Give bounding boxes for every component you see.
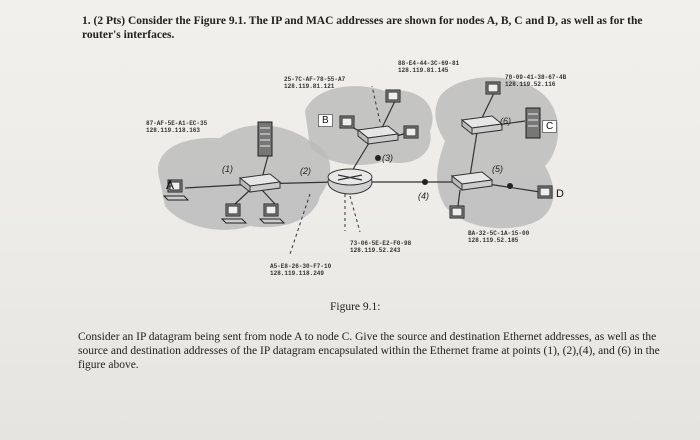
task-text: Consider an IP datagram being sent from … [78,331,660,371]
a-ip: 128.119.118.163 [146,127,201,134]
router-top-ip: 128.119.81.145 [398,67,449,74]
c-mac: 70-09-41-38-67-4B [505,74,567,81]
host-right-top [485,81,501,95]
figure-caption: Figure 9.1: [330,301,381,313]
point-1-label: (1) [222,164,233,174]
node-d-label: D [556,188,564,200]
point-6-label: (6) [500,116,511,126]
host-d [537,185,553,199]
node-a-label: A [166,178,175,192]
switch-right-bottom [450,171,494,192]
point-5-label: (5) [492,164,503,174]
question-text: 1. (2 Pts) Consider the Figure 9.1. The … [82,15,643,41]
node-c-label: C [542,120,558,133]
node-b-label: B [318,114,333,127]
host-left-1 [220,203,248,224]
switch-top [356,125,400,146]
router-left-ip: 128.119.118.249 [270,270,325,277]
host-top-right [403,125,419,139]
host-right-bottom [449,205,465,219]
host-a [162,179,190,201]
d-mac: BA-32-5C-1A-15-00 [468,230,530,237]
b-mac: 25-7C-AF-78-55-A7 [284,76,346,83]
network-figure: 87-AF-5E-A1-EC-35 128.119.118.163 25-7C-… [140,56,580,286]
host-b [339,115,355,129]
router-right-ip: 128.119.52.243 [350,247,401,254]
router-top-mac: 88-E4-44-3C-69-81 [398,60,460,67]
server-right [525,107,541,139]
switch-right-top [460,115,504,136]
point-2-label: (2) [300,166,311,176]
d-ip: 128.119.52.185 [468,237,519,244]
switch-left [238,173,282,194]
point-4-label: (4) [418,191,429,201]
point-3-label: (3) [382,153,393,163]
network-diagram [158,77,559,255]
server-left [257,121,273,157]
top-subnet-cloud [305,86,433,166]
router-right-mac: 73-06-5E-E2-F0-98 [350,240,412,247]
host-top [385,89,401,103]
a-mac: 87-AF-5E-A1-EC-35 [146,120,208,127]
b-ip: 128.119.81.121 [284,83,335,90]
host-left-2 [258,203,286,224]
c-ip: 128.119.52.116 [505,81,556,88]
router-left-mac: A5-E8-26-30-F7-10 [270,263,332,270]
